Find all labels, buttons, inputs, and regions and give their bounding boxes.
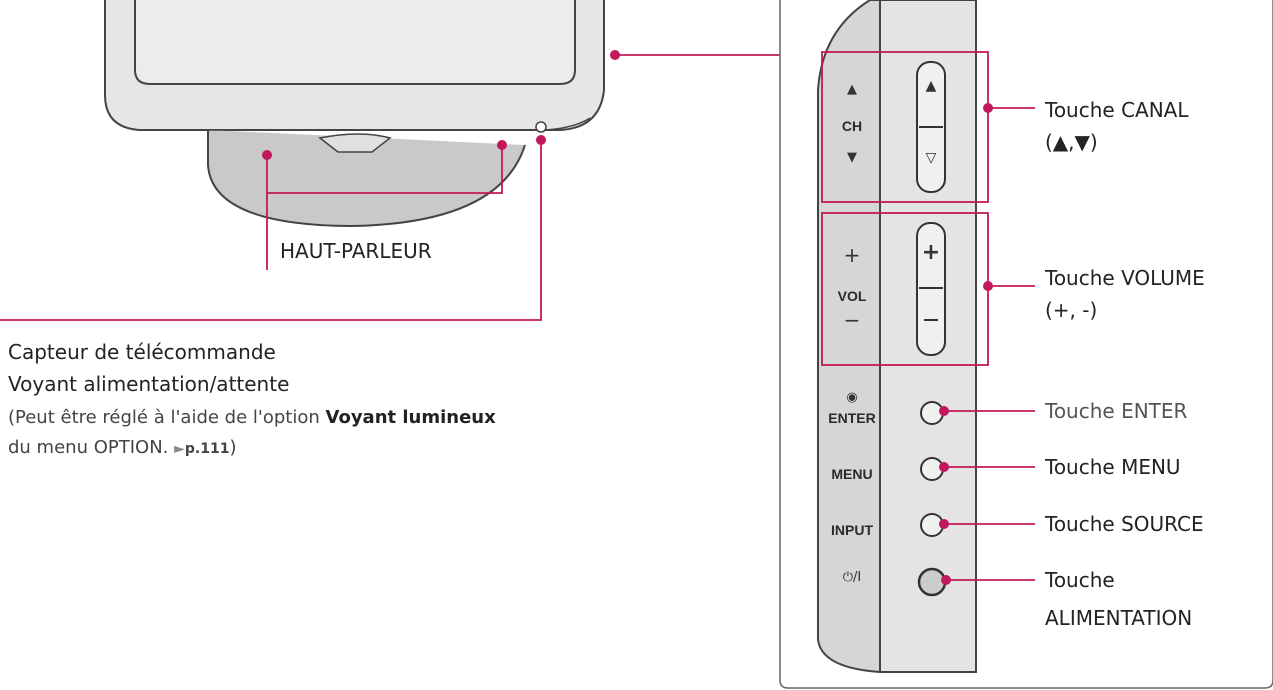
page-ref-arrow-icon: ► xyxy=(174,441,185,457)
ch-label: CH xyxy=(841,118,863,134)
tv-stand xyxy=(207,130,526,228)
leader-dots-left xyxy=(262,50,620,160)
canal-label: Touche CANAL xyxy=(1045,98,1189,122)
channel-rocker-down-symbol: ▽ xyxy=(925,150,937,166)
page-ref: p.111 xyxy=(184,441,230,457)
leader-dots-right xyxy=(939,103,993,585)
enter-label: Touche ENTER xyxy=(1045,399,1188,423)
ch-down-symbol: ▼ xyxy=(847,150,857,165)
canal-sub-label: (▲,▼) xyxy=(1045,130,1098,154)
indicator-note-option: Voyant lumineux xyxy=(325,407,496,428)
menu-panel-label: MENU xyxy=(831,466,873,482)
leader-lines-left xyxy=(0,54,780,321)
leader-lines-right xyxy=(944,107,1035,581)
indicator-note-prefix: (Peut être réglé à l'aide de l'option xyxy=(8,407,326,428)
vol-plus-symbol: + xyxy=(843,243,861,267)
volume-rocker-plus-symbol: + xyxy=(921,240,941,265)
input-panel-label: INPUT xyxy=(831,522,873,538)
indicator-note-close: ) xyxy=(229,437,237,458)
ch-up-symbol: ▲ xyxy=(847,82,857,97)
power-button xyxy=(917,567,947,597)
indicator-label: Voyant alimentation/attente xyxy=(8,372,290,396)
power-label: Touche xyxy=(1045,568,1115,592)
volume-label: Touche VOLUME xyxy=(1045,266,1205,290)
tv-stand-neck xyxy=(318,133,392,153)
indicator-note-line2: du menu OPTION. ►p.111) xyxy=(8,433,237,464)
enter-panel-label: ENTER xyxy=(828,410,876,426)
indicator-note-menu: du menu OPTION. xyxy=(8,437,175,458)
indicator-note-line1: (Peut être réglé à l'aide de l'option Vo… xyxy=(8,403,496,433)
channel-rocker-up-symbol: ▲ xyxy=(925,78,937,94)
speaker-label: HAUT-PARLEUR xyxy=(280,239,432,263)
vol-label: VOL xyxy=(837,288,867,304)
enter-symbol-icon: ◉ xyxy=(846,390,858,405)
tv-screen xyxy=(134,0,576,85)
source-label: Touche SOURCE xyxy=(1045,512,1204,536)
power-sub-label: ALIMENTATION xyxy=(1045,606,1193,630)
channel-highlight-box xyxy=(821,51,989,203)
power-symbol-icon: ⏻/I xyxy=(842,570,862,585)
vol-minus-symbol: − xyxy=(843,308,861,332)
sensor-led xyxy=(535,121,547,133)
side-panel-edge xyxy=(817,0,881,674)
sensor-label: Capteur de télécommande xyxy=(8,340,276,364)
menu-label: Touche MENU xyxy=(1045,455,1181,479)
volume-sub-label: (+, -) xyxy=(1045,298,1098,322)
